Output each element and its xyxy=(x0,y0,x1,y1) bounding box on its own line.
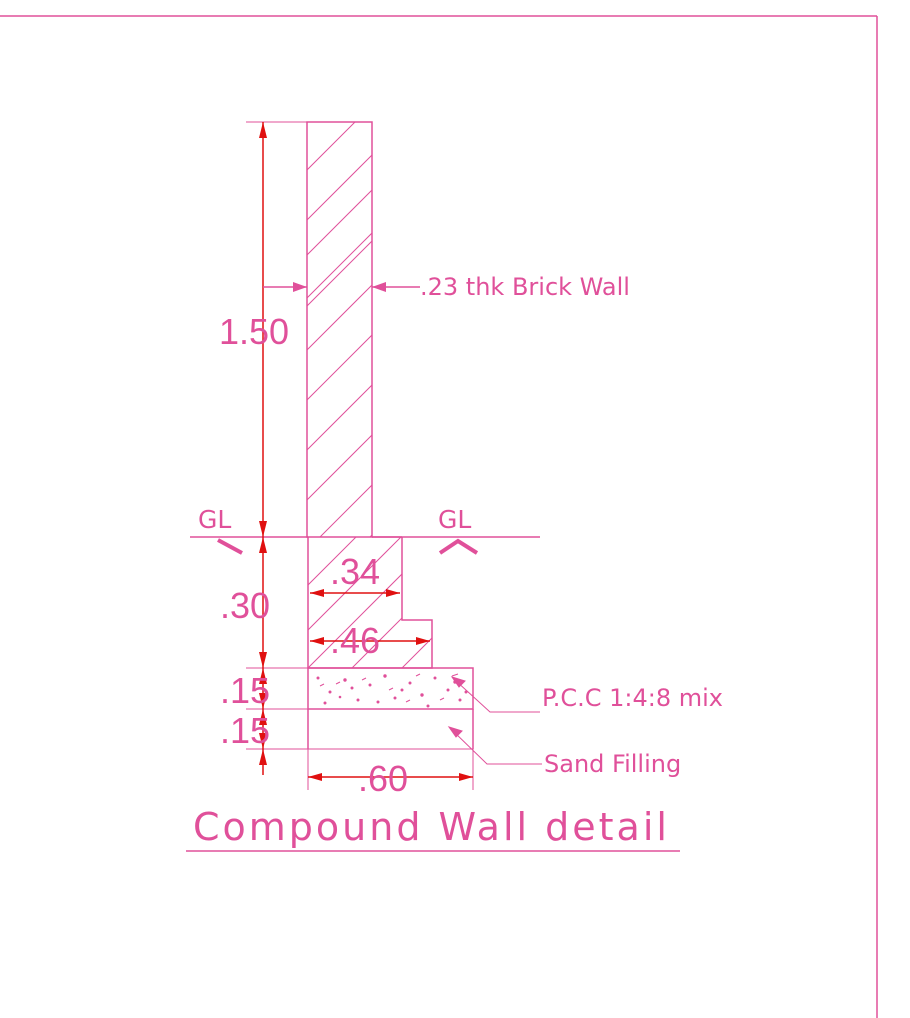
pcc-layer xyxy=(307,667,474,710)
wall-thickness-dimension xyxy=(263,282,420,292)
sand-thickness-dimension-label: .15 xyxy=(220,710,270,751)
gl-left-marker-icon xyxy=(217,538,243,555)
gl-right-marker-icon xyxy=(438,538,479,555)
footing-step-upper-label: .34 xyxy=(330,551,380,592)
gl-left-label: GL xyxy=(198,505,231,534)
drawing-title: Compound Wall detail xyxy=(193,805,670,849)
footing-step-dimensions xyxy=(310,589,430,645)
extension-lines xyxy=(246,121,474,790)
brick-wall-hatch xyxy=(307,122,372,537)
pcc-stipple xyxy=(316,673,468,708)
vertical-dimension xyxy=(259,122,267,775)
base-width-dimension-label: .60 xyxy=(358,758,408,799)
sand-filling-layer xyxy=(307,709,474,749)
footing-hatch xyxy=(308,537,432,668)
pcc-label: P.C.C 1:4:8 mix xyxy=(542,684,723,712)
below-gl-dimension-label: .30 xyxy=(220,585,270,626)
stepped-footing xyxy=(307,536,433,669)
wall-height-dimension-label: 1.50 xyxy=(219,311,289,352)
footing-step-lower-label: .46 xyxy=(330,620,380,661)
gl-right-label: GL xyxy=(438,505,471,534)
sheet-border xyxy=(0,15,878,1018)
ground-level xyxy=(190,536,540,555)
brick-wall xyxy=(306,121,373,538)
base-width-dimension xyxy=(308,773,473,781)
brick-wall-label: .23 thk Brick Wall xyxy=(420,273,630,301)
sand-filling-label: Sand Filling xyxy=(544,750,681,778)
pcc-thickness-dimension-label: .15 xyxy=(220,670,270,711)
annotation-leaders xyxy=(447,676,542,765)
